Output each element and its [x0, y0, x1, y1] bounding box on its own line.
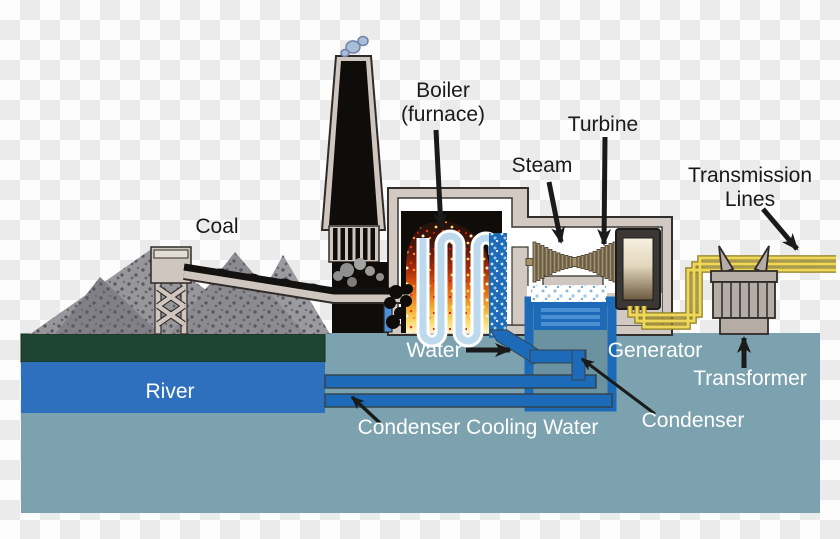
transmission-wires: [627, 255, 836, 330]
turbine-arrow: [597, 136, 612, 246]
label-condenser: Condenser: [642, 409, 745, 432]
coal-conveyor: [183, 263, 410, 304]
cooling-water-arrow: [350, 395, 382, 425]
river-water: [21, 362, 325, 413]
ground-teal: [21, 333, 820, 513]
label-steam: Steam: [512, 154, 573, 177]
label-boiler-line1: Boiler: [416, 79, 470, 102]
annotation-arrows: [350, 129, 799, 425]
generator-unit: [615, 228, 661, 310]
label-river: River: [145, 380, 194, 403]
transformer-unit: [710, 245, 778, 335]
condenser-arrow: [580, 357, 656, 416]
label-turbine: Turbine: [568, 113, 638, 136]
steam-arrow: [546, 181, 565, 244]
stack-smoke-puffs: [340, 35, 369, 58]
label-transformer: Transformer: [693, 367, 807, 390]
label-transmission-line2: Lines: [725, 188, 775, 211]
condensate-pipes: [489, 329, 587, 381]
coal-feed: [384, 284, 413, 329]
label-transmission-line1: Transmission: [688, 164, 812, 187]
transmission-arrow: [761, 207, 799, 251]
label-coal: Coal: [195, 215, 238, 238]
flue-smoke: [333, 258, 384, 287]
label-generator: Generator: [608, 339, 703, 362]
grass-strip: [20, 333, 326, 363]
smokestack: [320, 35, 393, 333]
label-water: Water: [406, 339, 461, 362]
boiler-furnace: [401, 211, 507, 348]
boiler-arrow: [433, 129, 448, 230]
label-condenser-cooling-water: Condenser Cooling Water: [358, 416, 599, 439]
label-boiler-line2: (furnace): [401, 103, 485, 126]
labels: Coal Boiler (furnace) Steam Turbine Tran…: [145, 79, 812, 439]
turbine-rotor: [525, 241, 629, 283]
cooling-water-pipes: [324, 374, 613, 408]
